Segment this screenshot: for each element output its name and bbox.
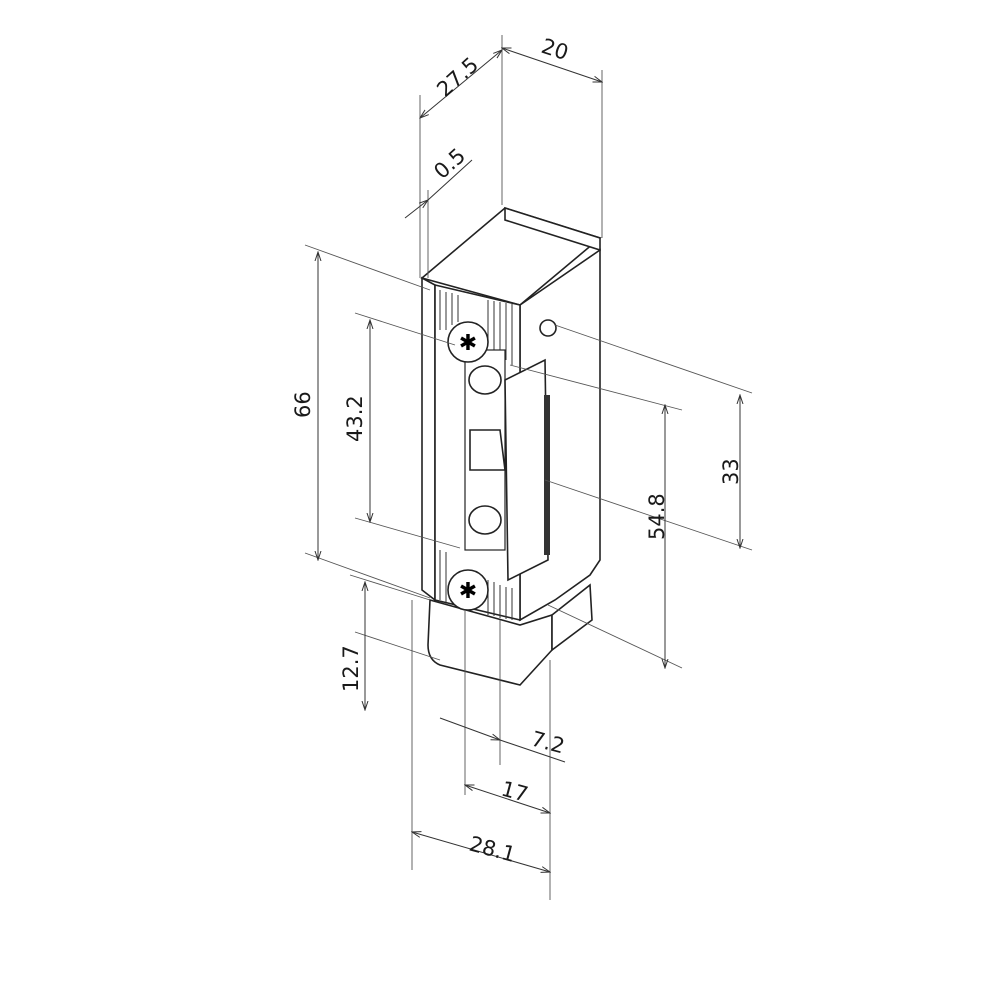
latch-edge: [544, 395, 550, 555]
dim-label-54-8: 54.8: [645, 493, 669, 540]
faceplate-ribs: [439, 290, 513, 620]
torx-icon: ✱: [459, 579, 477, 604]
dim-label-33: 33: [719, 458, 743, 485]
dim-label-17: 17: [499, 777, 531, 807]
torx-icon: ✱: [459, 331, 477, 356]
dim-label-27-5: 27.5: [432, 53, 483, 102]
dim-label-66: 66: [291, 391, 315, 418]
dim-label-0-5: 0.5: [429, 144, 470, 184]
dimension-lines: [318, 48, 740, 872]
screw-bottom: ✱: [447, 569, 489, 611]
latch-plate: [504, 358, 549, 582]
roller-top: [468, 365, 502, 395]
dim-label-28-1: 28.1: [467, 832, 518, 867]
strike-body: ✱ ✱: [420, 206, 602, 686]
dim-label-7-2: 7.2: [529, 727, 567, 759]
roller-bottom: [468, 505, 502, 535]
dim-label-12-7: 12.7: [339, 645, 363, 692]
dim-label-43-2: 43.2: [343, 395, 367, 442]
latch: [469, 429, 506, 471]
screw-top: ✱: [447, 321, 489, 363]
screw-side: [539, 319, 557, 337]
dim-label-20: 20: [538, 34, 571, 65]
